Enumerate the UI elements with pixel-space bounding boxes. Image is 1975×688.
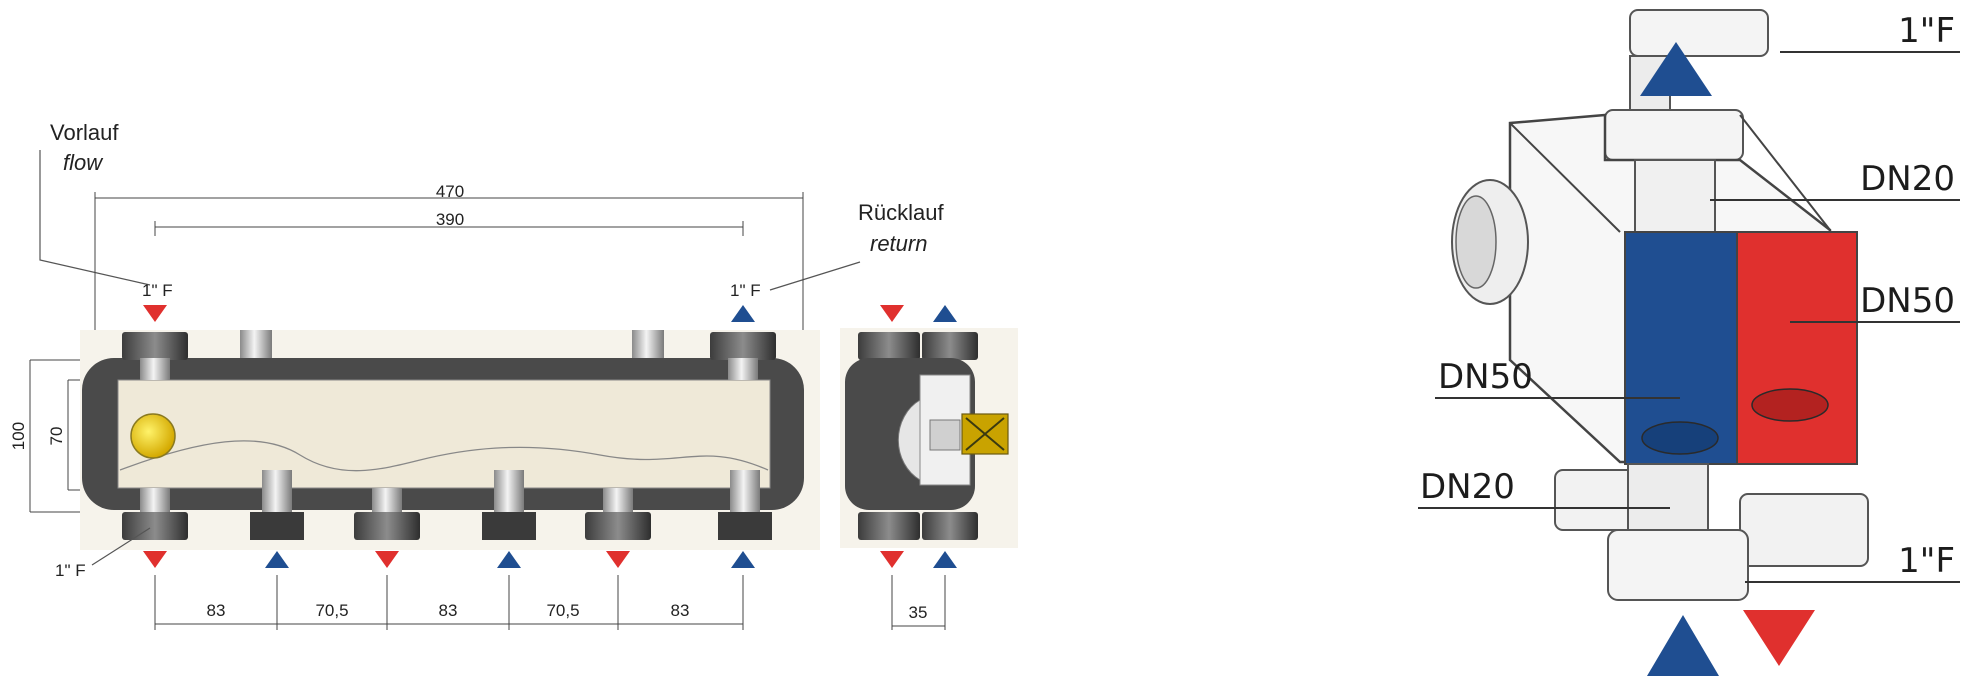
bottom-nut-2 [250,512,304,540]
dn20-bottom-label: DN20 [1420,467,1515,507]
top-nut-left [122,332,188,360]
return-up-arrow-icon [1640,42,1712,96]
flow-down-arrow-icon [143,551,167,568]
vorlauf-label: Vorlauf [50,120,119,145]
dim-390-text: 390 [436,210,464,229]
dim-spacing-4: 70,5 [546,601,579,620]
dim-470-text: 470 [436,182,464,201]
spacing-dimensions: 83 70,5 83 70,5 83 [154,575,744,630]
cutaway-3d-view: 1"F DN20 DN50 DN50 DN20 1"F [1418,9,1960,676]
flow-down-arrow-icon [1743,610,1815,666]
return-up-arrow-icon [731,305,755,322]
dim-70-text: 70 [47,427,66,446]
dim-spacing-2: 70,5 [315,601,348,620]
return-up-arrow-icon [933,305,957,322]
mid-nut-3d [1604,109,1744,161]
return-up-arrow-icon [1647,615,1719,676]
side-valve-hatch [965,417,1005,451]
dn50-left-label: DN50 [1438,357,1533,397]
top-pipe-neck-right [728,358,758,380]
flow-down-arrow-icon [880,551,904,568]
side-bottom-nut-1 [858,512,920,540]
brass-plug-icon [130,413,176,459]
flow-down-arrow-icon [606,551,630,568]
manifold-header [117,379,771,489]
bottom-pipe-5 [603,488,633,514]
side-cutaway [897,399,921,481]
dn20-top-label: DN20 [1860,159,1955,199]
side-port [929,419,961,451]
conn-top-left-label: 1" F [142,281,173,300]
return-chamber-outlet [1641,421,1719,455]
front-view: Vorlauf flow Rücklauf return 470 390 1" … [9,120,944,630]
bottom-pipe-3d [1627,463,1709,535]
top-nut-3d [1629,9,1769,57]
conn-1f-top-label: 1"F [1898,11,1955,51]
dim-spacing-5: 83 [671,601,690,620]
side-top-nut-1 [858,332,920,360]
side-bottom-nut-2 [922,512,978,540]
return-up-arrow-icon [731,551,755,568]
conn-top-right-label: 1" F [730,281,761,300]
dim-100-text: 100 [9,422,28,450]
flow-leader-line [39,150,151,286]
dim-spacing-3: 83 [439,601,458,620]
bottom-pipe-1 [140,488,170,514]
top-nut-right [710,332,776,360]
bottom-nut-6 [718,512,772,540]
ruecklauf-label: Rücklauf [858,200,944,225]
conn-bottom-left-label: 1" F [55,561,86,580]
flow-down-arrow-icon [375,551,399,568]
bottom-right-nut-3d [1739,493,1869,567]
return-up-arrow-icon [497,551,521,568]
bottom-nut-5 [585,512,651,540]
bottom-connections [122,470,772,540]
flow-down-arrow-icon [143,305,167,322]
conn-1f-bottom-label: 1"F [1898,541,1955,581]
bottom-nut-3 [354,512,420,540]
bottom-pipe-3 [372,488,402,514]
flow-label: flow [63,150,104,175]
return-up-arrow-icon [265,551,289,568]
riser-3d [1634,159,1716,236]
bottom-nut-3d [1607,529,1749,601]
side-port-inner [1455,195,1497,289]
return-up-arrow-icon [933,551,957,568]
side-view: 35 [840,305,1018,630]
housing-edge-2 [1739,114,1831,231]
return-leader-line [769,261,861,291]
dim-35-text: 35 [909,603,928,622]
top-pipe-neck-left [140,358,170,380]
flow-chamber [1736,231,1858,465]
dn50-right-label: DN50 [1860,281,1955,321]
dim-spacing-1: 83 [207,601,226,620]
bottom-left-nut-3d [1554,469,1636,531]
return-label: return [870,231,927,256]
flow-down-arrow-icon [880,305,904,322]
bottom-nut-4 [482,512,536,540]
flow-chamber-outlet [1751,388,1829,422]
bottom-nut-1 [122,512,188,540]
side-top-nut-2 [922,332,978,360]
cutaway-line [119,440,769,472]
conn-bottom-leader [91,527,151,566]
housing-edge-1 [1509,122,1621,233]
